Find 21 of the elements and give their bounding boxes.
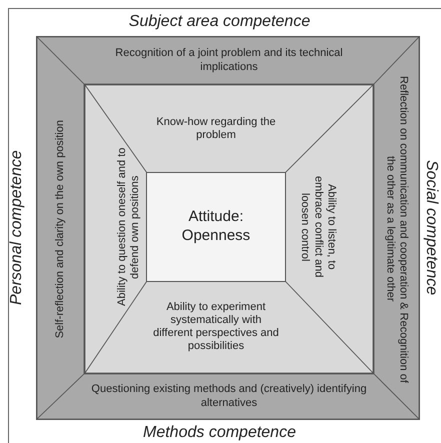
band-text: Recognition of a joint problem and its technical implications <box>114 47 344 74</box>
band-text: Reflection on communication and cooperation & Recognition of the other as a legitimate other <box>384 74 410 385</box>
competence-label: Methods competence <box>142 424 297 442</box>
competence-label: Subject area competence <box>128 13 312 31</box>
center-box <box>146 172 286 282</box>
band-text: Ability to experiment systematically with different perspectives and possibilities <box>152 300 280 354</box>
trapezoid-panel <box>374 37 419 419</box>
center-text: Attitude: Openness <box>180 208 252 246</box>
competence-label: Social competence <box>422 159 440 298</box>
trapezoid-panel <box>37 374 419 419</box>
band-text: Know-how regarding the problem <box>155 116 277 142</box>
square-panel <box>36 36 420 420</box>
trapezoid-panel <box>85 85 147 373</box>
band-text: Ability to listen, to embrace conflict and loosen control <box>298 175 338 280</box>
band-text: Self-reflection and clarity on the own position <box>54 120 67 338</box>
trapezoid-panel <box>285 85 373 373</box>
square-panel <box>84 84 374 374</box>
band-text: Questioning existing methods and (creatively) identifying alternatives <box>90 383 368 410</box>
trapezoid-panel <box>37 37 84 419</box>
band-text: Ability to question oneself and to defend own positions <box>116 146 142 308</box>
competence-label: Personal competence <box>8 150 26 308</box>
